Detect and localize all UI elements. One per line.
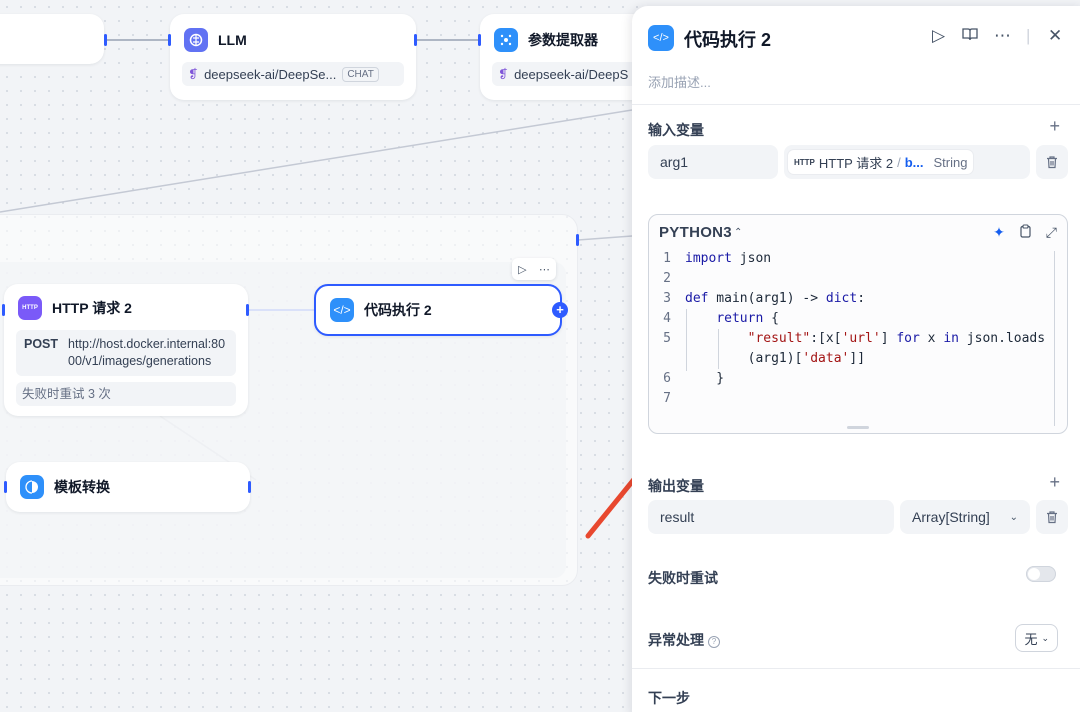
group-out-port[interactable]	[576, 234, 579, 246]
source-var-type: String	[933, 154, 968, 170]
divider	[632, 104, 1080, 105]
code-icon: </>	[648, 25, 674, 51]
start-node-out-port[interactable]	[104, 34, 107, 46]
template-transform-node[interactable]: 模板转换	[6, 462, 250, 512]
llm-in-port[interactable]	[168, 34, 171, 46]
template-node-title: 模板转换	[54, 479, 110, 495]
indent-guide	[718, 329, 719, 369]
model-provider-icon: ❡	[498, 67, 509, 81]
panel-divider-v: |	[1026, 26, 1031, 45]
model-provider-icon: ❡	[188, 67, 199, 81]
llm-node[interactable]: LLM ❡ deepseek-ai/DeepSe... CHAT	[170, 14, 416, 100]
llm-model-name: deepseek-ai/DeepSe...	[204, 66, 337, 82]
run-node-icon[interactable]: ▷	[518, 263, 527, 276]
code-icon: </>	[330, 298, 354, 322]
divider	[632, 668, 1080, 669]
http-out-port[interactable]	[246, 304, 249, 316]
editor-resize-handle[interactable]	[847, 426, 869, 429]
template-in-port[interactable]	[4, 481, 7, 493]
source-var-name: b...	[904, 154, 924, 170]
node-config-panel: </> 代码执行 2 ▷ ⋯ | ✕ 添加描述... 输入变量 + arg1 H…	[632, 6, 1080, 712]
delete-input-variable-button[interactable]	[1036, 145, 1068, 179]
llm-out-port[interactable]	[414, 34, 417, 46]
delete-output-variable-button[interactable]	[1036, 500, 1068, 534]
code-node-toolbar: ▷ ⋯	[512, 258, 556, 280]
trash-icon	[1047, 511, 1057, 524]
retry-toggle[interactable]	[1026, 566, 1056, 582]
output-var-type: Array[String]	[912, 509, 990, 525]
http-request-node[interactable]: HTTP HTTP 请求 2 POST http://host.docker.i…	[4, 284, 248, 416]
http-in-port[interactable]	[2, 304, 5, 316]
llm-node-title: LLM	[218, 32, 247, 48]
chevron-down-icon: ⌄	[1009, 511, 1018, 523]
help-doc-icon[interactable]	[962, 26, 978, 47]
copy-icon[interactable]	[1019, 223, 1032, 241]
template-out-port[interactable]	[248, 481, 251, 493]
chevron-down-icon: ⌄	[1041, 632, 1049, 643]
brain-icon	[184, 28, 208, 52]
llm-mode-tag: CHAT	[342, 66, 379, 82]
edge-group-out	[577, 235, 633, 241]
code-exec-node[interactable]: </> 代码执行 2	[314, 284, 562, 336]
input-variables-label: 输入变量	[648, 122, 704, 138]
add-next-node-button[interactable]: +	[552, 302, 568, 318]
http-icon: HTTP	[18, 296, 42, 320]
next-step-label: 下一步	[648, 690, 690, 706]
input-var-source-select[interactable]: HTTP HTTP 请求 2 / b... String	[784, 145, 1030, 179]
error-handling-value: 无	[1024, 631, 1038, 647]
error-handling-label: 异常处理?	[648, 630, 720, 650]
chevron-updown-icon[interactable]: ⌃	[733, 226, 743, 238]
expand-icon[interactable]: ⤢	[1045, 223, 1057, 240]
ai-generate-icon[interactable]: ✦	[993, 223, 1005, 240]
panel-title[interactable]: 代码执行 2	[684, 30, 772, 50]
run-step-button[interactable]: ▷	[932, 26, 946, 45]
indent-guide	[686, 309, 687, 371]
more-icon[interactable]: ⋯	[538, 263, 550, 276]
language-select[interactable]: PYTHON3	[659, 223, 732, 241]
http-icon: HTTP	[794, 157, 815, 167]
add-input-variable-button[interactable]: +	[1049, 116, 1060, 136]
start-node[interactable]	[0, 14, 104, 64]
output-var-name-field[interactable]: result	[648, 500, 894, 534]
output-variables-label: 输出变量	[648, 478, 704, 494]
editor-scrollbar[interactable]	[1054, 251, 1055, 426]
error-handling-select[interactable]: 无 ⌄	[1015, 624, 1058, 652]
http-retry-info: 失败时重试 3 次	[16, 382, 236, 406]
http-url: http://host.docker.internal:8000/v1/imag…	[68, 337, 226, 368]
input-var-name-field[interactable]: arg1	[648, 145, 778, 179]
close-icon[interactable]: ✕	[1048, 26, 1063, 45]
grid-icon	[494, 28, 518, 52]
param-node-title: 参数提取器	[528, 32, 598, 48]
http-request-detail: POST http://host.docker.internal:8000/v1…	[16, 330, 236, 376]
llm-model-row[interactable]: ❡ deepseek-ai/DeepSe... CHAT	[182, 62, 404, 86]
path-separator: /	[897, 154, 901, 170]
description-input[interactable]: 添加描述...	[648, 75, 711, 90]
edge-diagonal	[0, 109, 633, 213]
param-in-port[interactable]	[478, 34, 481, 46]
trash-icon	[1047, 156, 1057, 169]
variable-reference-chip: HTTP HTTP 请求 2 / b... String	[788, 150, 974, 174]
template-icon	[20, 475, 44, 499]
http-method: POST	[24, 337, 59, 351]
error-handling-text: 异常处理	[648, 632, 704, 648]
http-node-title: HTTP 请求 2	[52, 300, 132, 316]
help-circle-icon[interactable]: ?	[708, 636, 720, 648]
param-model-name: deepseek-ai/DeepS	[514, 66, 629, 82]
add-output-variable-button[interactable]: +	[1049, 472, 1060, 492]
code-node-title: 代码执行 2	[364, 302, 432, 318]
output-var-type-select[interactable]: Array[String] ⌄	[900, 500, 1030, 534]
retry-on-failure-label: 失败时重试	[648, 570, 718, 586]
more-options-icon[interactable]: ⋯	[994, 26, 1011, 45]
source-node-name: HTTP 请求 2	[818, 155, 894, 171]
